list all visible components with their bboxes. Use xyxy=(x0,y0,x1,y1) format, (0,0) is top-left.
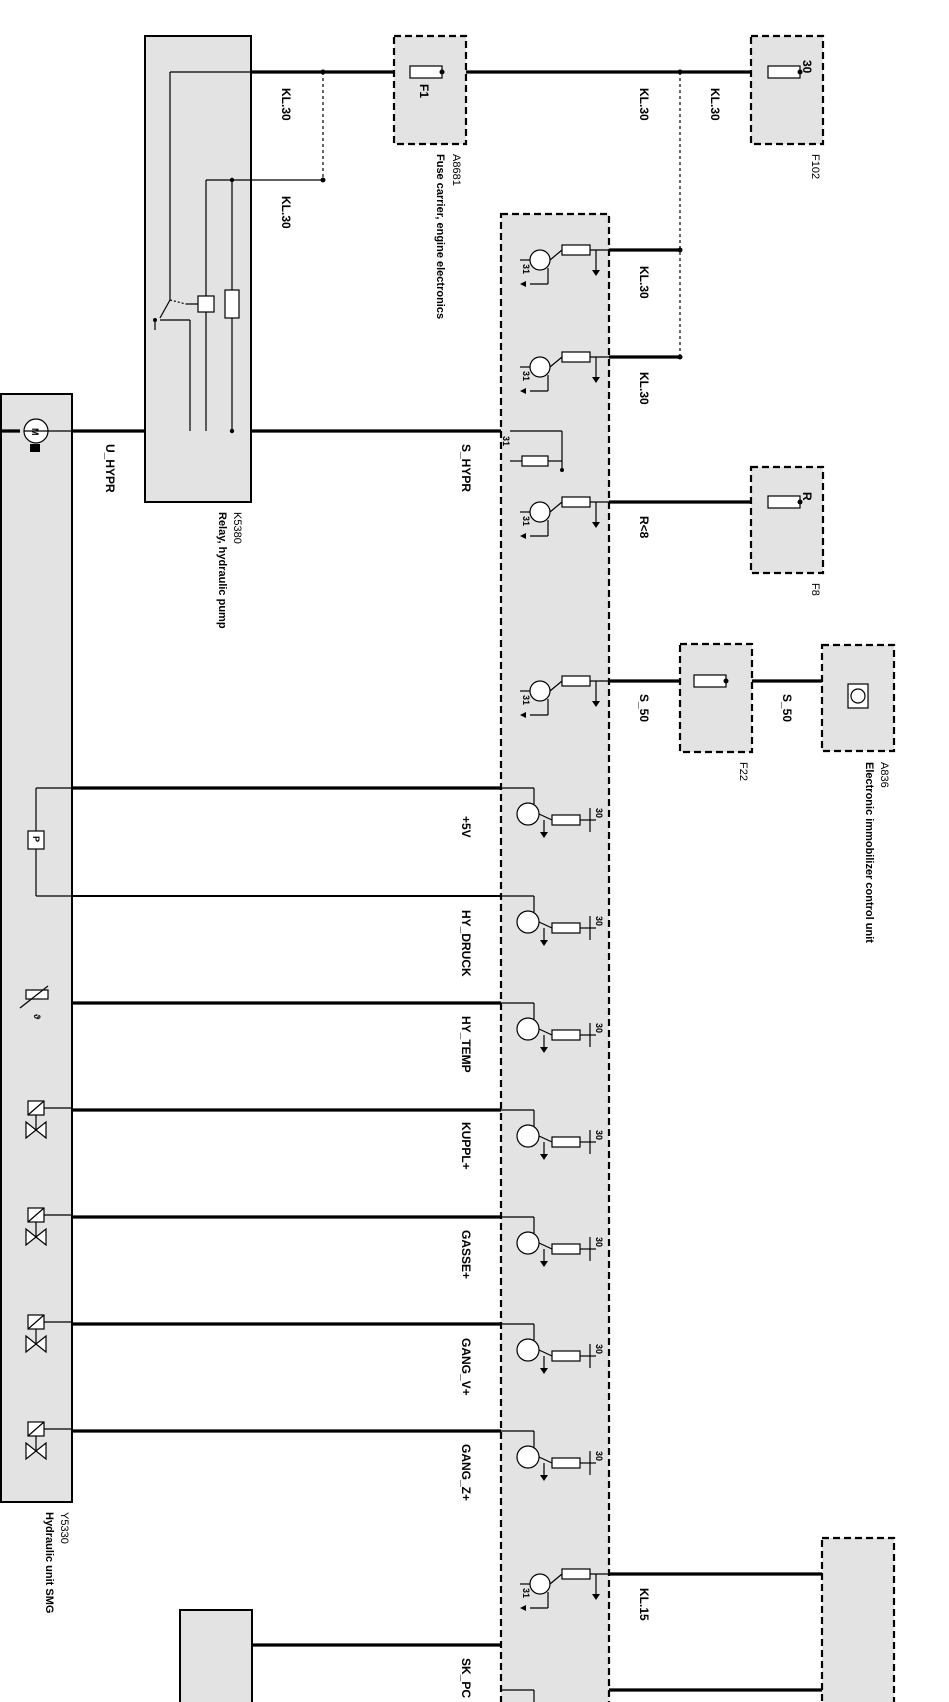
transistor-stage-top-4: 31 xyxy=(520,675,609,718)
transistor-stage-top-1: 31 xyxy=(520,244,609,287)
caption-k5380-desc-text: Relay, hydraulic pump xyxy=(216,512,228,629)
caption-y5330-desc: Hydraulic unit SMG xyxy=(43,1512,55,1613)
label-f102-pin: 30 xyxy=(800,60,814,74)
relay-internals xyxy=(153,71,323,434)
pressure-sensor-icon xyxy=(27,787,72,897)
caption-a8681-id: A8681 xyxy=(450,154,462,186)
wires-main xyxy=(0,70,822,1692)
label-f8-pin: R xyxy=(800,492,814,501)
caption-k5380-desc: Relay, hydraulic pump xyxy=(216,512,228,629)
label-kl30-1: KL.30 xyxy=(279,88,293,121)
label-gang-z: GANG_Z+ xyxy=(459,1444,473,1501)
label-kl30-5: KL.30 xyxy=(637,266,651,299)
pin-30-label: 30 xyxy=(594,1344,604,1354)
pin-31-label: 31 xyxy=(521,1588,531,1598)
label-kl30-3: KL.30 xyxy=(637,88,651,121)
fuse-carrier-a8681-box xyxy=(392,34,468,146)
transistor-stage-top-2: 31 xyxy=(520,351,609,394)
solenoid-valve-icon-4 xyxy=(25,1421,72,1461)
transistor-stage-top-5: 31 xyxy=(520,1568,609,1611)
fuse-f22-box xyxy=(678,642,754,754)
transistor-stages-top: 31 31 31 31 31 xyxy=(520,244,609,1611)
label-gang-v: GANG_V+ xyxy=(459,1338,473,1396)
label-s50-1: S_50 xyxy=(637,694,651,722)
fuse-f22-symbol xyxy=(693,674,727,688)
caption-a836-id: A836 xyxy=(878,762,890,788)
label-kl15: KL.15 xyxy=(637,1588,651,1621)
pin-30-label: 30 xyxy=(594,916,604,926)
labels: KL.30 KL.30 KL.30 KL.30 KL.30 KL.30 U_HY… xyxy=(30,60,890,1698)
caption-a836-desc: Electronic immobilizer control unit xyxy=(863,762,875,943)
label-u-hypr: U_HYPR xyxy=(103,444,117,493)
relay-k5380-box xyxy=(144,35,252,503)
fuse-f8-box xyxy=(749,465,825,575)
label-sk-pc: SK_PC xyxy=(459,1658,473,1698)
temperature-sensor-icon xyxy=(19,985,49,1009)
fuse-f102-symbol xyxy=(767,65,801,79)
caption-a8681-desc: Fuse carrier, engine electronics xyxy=(434,154,446,319)
transistor-stage-bottom-3: 30 xyxy=(501,1002,604,1053)
caption-f8: F8 xyxy=(809,583,821,596)
label-kl30-2: KL.30 xyxy=(279,196,293,229)
transistor-stage-bottom-8: 30 xyxy=(501,1689,535,1702)
label-kl30-6: KL.30 xyxy=(637,372,651,405)
solenoid-valve-icon-2 xyxy=(25,1207,72,1247)
pin-30-label: 30 xyxy=(594,1237,604,1247)
transistor-stage-bottom-2: 30 xyxy=(501,895,604,946)
transistor-stage-bottom-4: 30 xyxy=(501,1109,604,1160)
caption-y5330-id: Y5330 xyxy=(58,1512,70,1544)
pin-30-label: 30 xyxy=(594,1130,604,1140)
pin-30-label: 30 xyxy=(594,1023,604,1033)
pin-31-label: 31 xyxy=(521,371,531,381)
caption-k5380-id: K5380 xyxy=(231,512,243,544)
s-hypr-input xyxy=(510,430,564,472)
dashed-links xyxy=(320,69,683,360)
pin-31-label: 31 xyxy=(521,516,531,526)
label-s-hypr: S_HYPR xyxy=(459,444,473,492)
transistor-stage-bottom-1: 30 xyxy=(501,787,604,838)
pressure-p-label: P xyxy=(31,836,41,842)
pin-31-label: 31 xyxy=(521,695,531,705)
immobilizer-symbol xyxy=(847,683,869,709)
fuse-f1-symbol xyxy=(409,65,443,79)
solenoid-valve-icon-1 xyxy=(25,1100,72,1140)
pin-30-label: 30 xyxy=(594,1451,604,1461)
fuse-f102-box xyxy=(749,34,825,146)
hydraulic-pump-motor-icon xyxy=(23,418,72,452)
label-plus5v: +5V xyxy=(459,816,473,838)
caption-f22: F22 xyxy=(737,762,749,781)
solenoid-valves xyxy=(25,1100,72,1461)
pin-30-label: 30 xyxy=(594,808,604,818)
transistor-stage-top-3: 31 xyxy=(520,496,609,539)
transistor-stage-bottom-5: 30 xyxy=(501,1216,604,1267)
connector-lower-right-box xyxy=(820,1536,896,1702)
s-hypr-pin31: 31 xyxy=(501,436,511,446)
label-kuppl: KUPPL+ xyxy=(459,1122,473,1170)
transistor-stage-bottom-7: 30 xyxy=(501,1430,604,1481)
caption-f102: F102 xyxy=(809,154,821,179)
transistor-stages-bottom: 30 30 30 30 30 30 30 30 xyxy=(501,787,604,1702)
pin-31-label: 31 xyxy=(521,264,531,274)
label-r8: R<8 xyxy=(637,516,651,539)
label-f1: F1 xyxy=(417,84,431,98)
label-s50-2: S_50 xyxy=(780,694,794,722)
transistor-stage-bottom-6: 30 xyxy=(501,1323,604,1374)
label-kl30-4: KL.30 xyxy=(708,88,722,121)
label-hy-druck: HY_DRUCK xyxy=(459,910,473,977)
label-gasse: GASSE+ xyxy=(459,1230,473,1279)
control-unit-box xyxy=(499,212,611,1702)
theta-label: ϑ xyxy=(32,1014,42,1020)
relay-lower-box xyxy=(179,1609,253,1702)
label-hy-temp: HY_TEMP xyxy=(459,1016,473,1073)
motor-m-label: M xyxy=(30,428,40,436)
solenoid-valve-icon-3 xyxy=(25,1314,72,1354)
fuse-f8-symbol xyxy=(767,495,801,509)
